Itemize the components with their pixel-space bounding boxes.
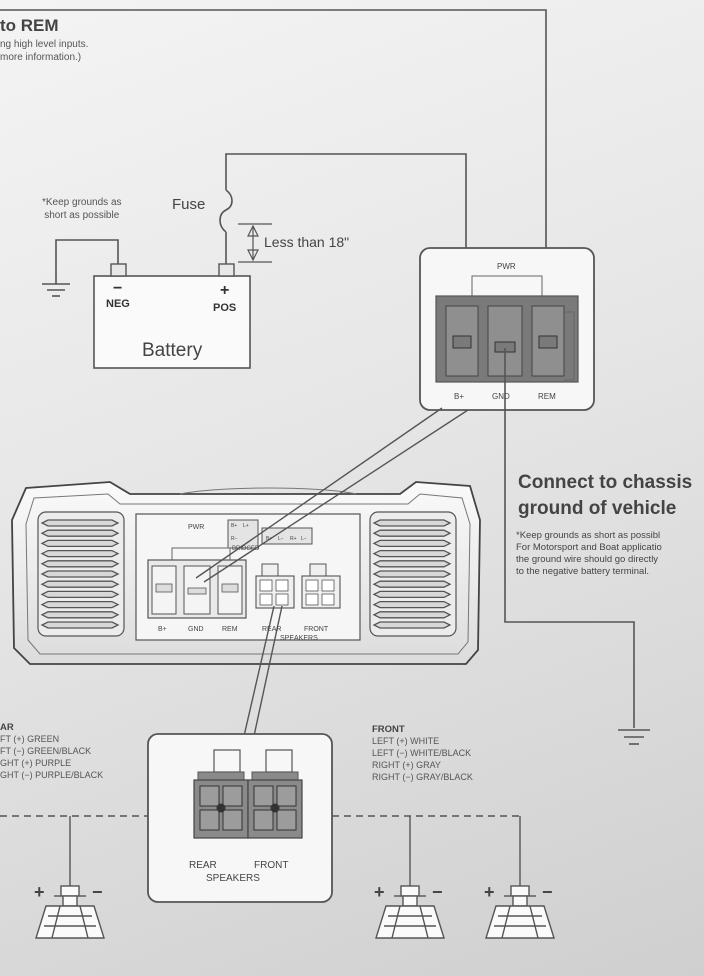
chassis-note-line-2: For Motorsport and Boat applicatio (516, 542, 662, 553)
heatsink-fin (372, 621, 452, 629)
heatsink-fin (372, 600, 452, 609)
speaker-icon (485, 885, 555, 939)
rem-title: to REM (0, 16, 59, 35)
battery-ground-symbol (42, 283, 70, 297)
amp-rear-label: REAR (262, 626, 282, 633)
ground-note: *Keep grounds as short as possible (42, 197, 122, 221)
pwr-callout-line (195, 407, 443, 579)
speaker-minus-symbol: − (432, 882, 443, 902)
speaker-plus-symbol: + (34, 882, 45, 902)
speaker-callout-line (243, 605, 275, 737)
heatsink-fin (372, 570, 452, 578)
heatsink-fin (40, 519, 120, 527)
amp-pwr-label: PWR (188, 524, 205, 531)
heatsink-fin (40, 539, 120, 548)
rear-wire-line-2: FT (−) GREEN/BLACK (0, 746, 92, 756)
heatsink-fin (372, 539, 452, 548)
rem-wire (0, 9, 547, 320)
heatsink-fin (40, 611, 120, 619)
speaker-icon (375, 885, 445, 939)
battery-label: Battery (142, 340, 203, 361)
heatsink-fin (372, 519, 452, 527)
chassis-note-line-4: to the negative battery terminal. (516, 566, 650, 577)
amp-speakers-label: SPEAKERS (280, 635, 318, 642)
heatsink-fin (40, 580, 120, 588)
heatsink-fin (40, 621, 120, 629)
inset-rear-label: REAR (189, 860, 217, 871)
rear-wire-line-1: FT (+) GREEN (0, 734, 60, 744)
chassis-title-line-1: Connect to chassis (518, 472, 693, 493)
chassis-title-line-2: ground of vehicle (518, 498, 677, 519)
heatsink-fin (372, 549, 452, 558)
inset-speakers-label: SPEAKERS (206, 873, 260, 884)
rear-wire-header: AR (0, 722, 14, 733)
battery-neg-symbol: − (113, 280, 123, 297)
front-wire-line-4: RIGHT (−) GRAY/BLACK (372, 772, 473, 782)
chassis-note-line-1: *Keep grounds as short as possibl (516, 530, 661, 541)
heatsink-fin (40, 590, 120, 599)
battery-ground-wire (55, 239, 119, 284)
amp-bridged-label: BRIDGED (232, 546, 260, 552)
speaker-plus-symbol: + (484, 882, 495, 902)
battery-pos-post (218, 263, 235, 277)
heatsink-fin (40, 529, 120, 537)
battery-pos-symbol: + (220, 282, 230, 299)
amp-bridged-pin-4: B+ (266, 536, 273, 542)
heatsink-fin (40, 600, 120, 609)
front-wire-line-3: RIGHT (+) GRAY (372, 760, 441, 770)
amp-bridged-pin-6: R+ (290, 536, 297, 542)
battery-body (93, 275, 251, 369)
heatsink-fin (372, 590, 452, 599)
rear-wire-line-4: GHT (−) PURPLE/BLACK (0, 770, 104, 780)
amp-bridged-pin-5: L− (278, 536, 284, 542)
heatsink-fin (40, 570, 120, 578)
battery-neg-post (110, 263, 127, 277)
speaker-icon (35, 885, 105, 939)
heatsink-fin (372, 580, 452, 588)
battery-pos-label: POS (213, 302, 237, 314)
amp-rem: REM (222, 626, 238, 633)
heatsink-fin (40, 549, 120, 558)
pwr-inset-gnd: GND (492, 392, 510, 401)
speaker-minus-symbol: − (542, 882, 553, 902)
amp-b-plus: B+ (158, 626, 167, 633)
speaker-minus-symbol: − (92, 882, 103, 902)
amp-bridged-pin-3: R− (231, 536, 238, 542)
amp-bridged-pin-7: L− (301, 536, 307, 542)
front-wire-line-1: LEFT (+) WHITE (372, 736, 440, 746)
chassis-ground-symbol (618, 729, 650, 745)
amp-bridged-pin-1: B+ (231, 523, 238, 529)
amplifier (11, 481, 481, 665)
inset-front-label: FRONT (254, 860, 289, 871)
speaker-plus-symbol: + (374, 882, 385, 902)
pwr-inset-b-plus: B+ (454, 392, 465, 401)
pwr-inset-rem: REM (538, 392, 556, 401)
rem-note-line-1: ng high level inputs. (0, 39, 89, 50)
positive-wire-upper (225, 153, 467, 318)
heatsink-fin (372, 560, 452, 568)
front-wire-header: FRONT (372, 724, 405, 735)
amp-gnd: GND (188, 626, 204, 633)
heatsink-fin (372, 611, 452, 619)
fuse-symbol (219, 189, 233, 233)
rem-note-line-2: more information.) (0, 52, 82, 63)
amp-front-label: FRONT (304, 626, 329, 633)
battery-neg-label: NEG (106, 298, 130, 310)
fuse-distance-label: Less than 18" (264, 234, 350, 250)
front-wire-line-2: LEFT (−) WHITE/BLACK (372, 748, 472, 758)
heatsink-fin (40, 560, 120, 568)
fuse-label: Fuse (172, 196, 206, 213)
chassis-note-line-3: the ground wire should go directly (516, 554, 659, 565)
pwr-inset-header: PWR (497, 262, 516, 271)
amp-bridged-pin-2: L+ (243, 523, 249, 529)
chassis-ground-wire (504, 348, 635, 728)
heatsink-fin (372, 529, 452, 537)
rear-wire-line-3: GHT (+) PURPLE (0, 758, 72, 768)
